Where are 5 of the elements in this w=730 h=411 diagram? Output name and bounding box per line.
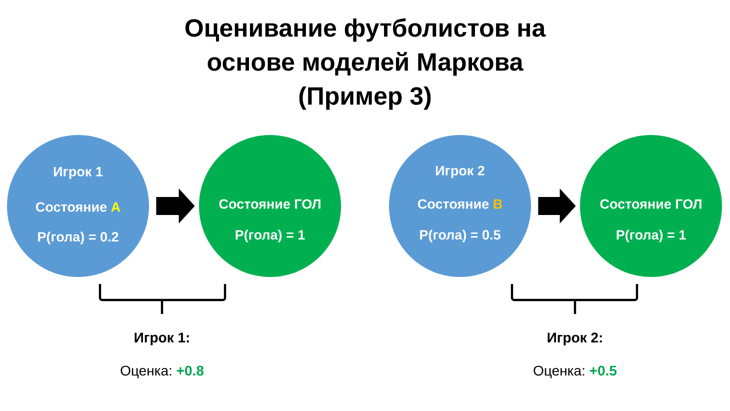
title: Оценивание футболистов на основе моделей Маркова (Пример 3) xyxy=(185,18,546,110)
score-text: Оценка: +0.8 xyxy=(120,366,204,378)
score-text: Оценка: +0.5 xyxy=(534,366,617,378)
player-label: Игрок 2: xyxy=(548,332,602,346)
player-label: Игрок 1: xyxy=(134,332,189,346)
